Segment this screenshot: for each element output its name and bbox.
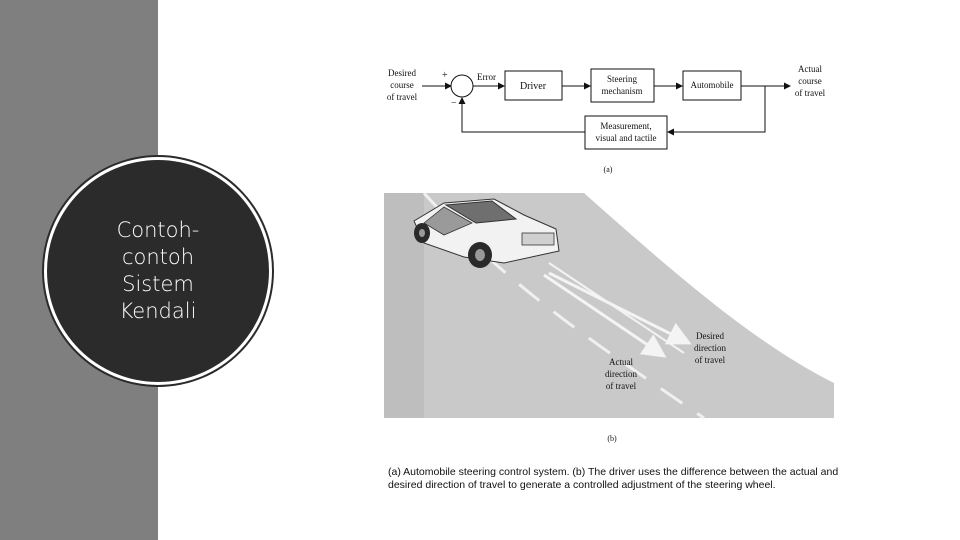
- actual-label-line-2: direction: [605, 369, 637, 379]
- desired-direction-arrow: [548, 271, 692, 345]
- plus-sign: +: [442, 70, 448, 81]
- sub-label-b: (b): [607, 434, 617, 443]
- feedback-arrow-in: [667, 86, 766, 136]
- input-label-line-2: course: [390, 80, 414, 90]
- sub-label-a: (a): [604, 165, 613, 174]
- road-illustration: Desired direction of travel Actual direc…: [384, 193, 834, 443]
- car-illustration: [413, 198, 560, 268]
- title-circle: Contoh-contoh Sistem Kendali: [47, 160, 269, 382]
- driver-block: [504, 70, 563, 101]
- figure: Desired course of travel + − Error Drive…: [380, 60, 840, 500]
- output-label-line-1: Actual: [798, 64, 822, 74]
- input-label-line-3: of travel: [387, 92, 418, 102]
- output-label-line-3: of travel: [795, 88, 826, 98]
- output-label-line-2: course: [798, 76, 822, 86]
- desired-label-line-2: direction: [694, 343, 726, 353]
- measurement-label-line-2: visual and tactile: [596, 133, 657, 143]
- measurement-block: [584, 115, 668, 150]
- actual-label-line-3: of travel: [606, 381, 637, 391]
- road-shoulder: [384, 193, 424, 418]
- steering-label-line-1: Steering: [607, 74, 637, 84]
- feedback-arrow-out: [458, 97, 585, 133]
- input-label-line-1: Desired: [388, 68, 416, 78]
- summing-junction: [450, 74, 474, 98]
- figure-caption: (a) Automobile steering control system. …: [388, 466, 839, 491]
- actual-label-line-1: Actual: [609, 357, 633, 367]
- automobile-label: Automobile: [691, 80, 734, 90]
- minus-sign: −: [451, 98, 457, 109]
- automobile-block: [682, 70, 742, 101]
- desired-label-line-3: of travel: [695, 355, 726, 365]
- actual-direction-arrow: [543, 273, 667, 358]
- slide-title: Contoh-contoh Sistem Kendali: [116, 218, 200, 323]
- error-label: Error: [477, 72, 496, 82]
- desired-label-line-1: Desired: [696, 331, 724, 341]
- measurement-label-line-1: Measurement,: [600, 121, 651, 131]
- driver-label: Driver: [520, 81, 547, 92]
- block-diagram: Desired course of travel + − Error Drive…: [387, 64, 826, 174]
- steering-label-line-2: mechanism: [602, 86, 643, 96]
